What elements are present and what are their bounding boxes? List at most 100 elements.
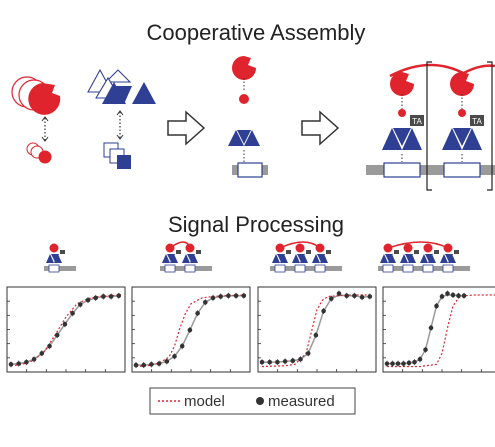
complex-icon-3-red xyxy=(315,243,325,253)
complex-icon-4-blue xyxy=(380,254,396,263)
stacked-blue-squares xyxy=(103,142,131,169)
chart-panel-3-measured-point xyxy=(275,359,280,365)
complex-icon-1 xyxy=(44,243,76,273)
chart-panel-4-measured-point xyxy=(423,347,428,353)
stacked-blue-triangles xyxy=(87,68,156,104)
chart-panel-2-measured-point xyxy=(218,294,223,299)
complex-icon-4-site xyxy=(402,264,414,273)
chart-panel-1-measured-point xyxy=(47,343,52,349)
complex-icon-2-badge xyxy=(176,250,181,254)
chart-panel-4-frame xyxy=(382,286,495,373)
chart-panel-3-measured-point xyxy=(313,332,319,338)
complex-icon-4-red xyxy=(383,243,393,253)
complex-icon-4-red xyxy=(403,243,413,253)
chart-panel-1-measured-point xyxy=(62,321,68,327)
cooperative-complex: TA TA xyxy=(366,61,495,191)
chart-panel-3-measured-point xyxy=(290,358,296,364)
chart-panel-3-measured-point xyxy=(305,351,311,356)
chart-panel-1-measured-point xyxy=(8,362,14,367)
complex-icon-3-site xyxy=(314,264,326,273)
ta-badge-2 xyxy=(470,115,484,126)
chart-panel-2-measured-point xyxy=(172,354,177,359)
complex-icon-1-blue xyxy=(46,254,62,263)
chart-panel-2-measured-point xyxy=(141,362,146,368)
chart-panel-4-measured-point xyxy=(384,361,390,366)
chart-panel-1-measured-point xyxy=(31,356,37,362)
complex-icon-2-blue xyxy=(162,254,178,263)
stacked-red-proteins xyxy=(11,76,61,115)
complex-icon-4-site xyxy=(442,264,454,273)
chart-panel-2-measured-point xyxy=(210,295,216,301)
chart-panel-1-measured-point xyxy=(54,332,60,338)
complex-icon-4 xyxy=(378,241,470,273)
chart-panel-1-measured-point xyxy=(70,310,75,316)
stacked-red-ligands xyxy=(26,142,52,164)
chart-panel-4-measured-point xyxy=(412,359,417,365)
chart-panel-2-measured-point xyxy=(179,343,185,349)
chart-panel-2-measured-point xyxy=(156,361,162,366)
chart-panel-2-measured-point xyxy=(187,327,193,333)
bottom-title: Signal Processing xyxy=(168,212,344,237)
chart-panel-3-measured-point xyxy=(298,356,303,362)
complex-icons xyxy=(44,241,470,273)
chart-panel-3-model-line xyxy=(261,294,372,368)
single-complex xyxy=(228,56,268,178)
legend-box xyxy=(149,387,356,415)
complex-icon-1-site xyxy=(48,264,60,273)
legend: model measured xyxy=(149,387,356,415)
complex-icon-3-site xyxy=(294,264,306,273)
complex-icon-1-badge xyxy=(60,250,65,254)
complex-icon-3-red xyxy=(295,243,305,253)
complex-icon-2-site xyxy=(184,264,196,273)
complex-icon-4-link xyxy=(387,241,449,249)
complex-icon-4-badge xyxy=(434,250,439,254)
chart-panel-2-model-line xyxy=(135,294,247,368)
chart-panel-2-measured-point xyxy=(133,362,139,368)
complex-icon-3-badge xyxy=(306,250,311,254)
chart-panel-2-measured-point xyxy=(164,359,170,364)
chart-panel-4-measured-point xyxy=(434,303,439,309)
complex-icon-3 xyxy=(270,241,342,273)
chart-panel-2-measured-point xyxy=(233,293,239,299)
chart-panel-3-measured-point xyxy=(359,294,365,300)
ta-badge-2-label: TA xyxy=(472,117,482,126)
chart-panel-1-measured-point xyxy=(108,294,114,299)
complex-icon-4-red xyxy=(423,243,433,253)
complex-icon-1-dna xyxy=(44,266,76,271)
complex-icon-4-badge xyxy=(394,250,399,254)
chart-panel-1-measured-point xyxy=(116,293,122,299)
complex-icon-4-badge xyxy=(414,250,419,254)
chart-panel-4-measured-point xyxy=(395,361,401,366)
complex-icon-4-site xyxy=(382,264,394,273)
chart-panel-3-measured-point xyxy=(336,291,342,296)
chart-panel-3-measured-point xyxy=(329,296,334,301)
complex-icon-3-site xyxy=(274,264,286,273)
chart-panel-4-measured-point xyxy=(406,360,412,366)
complex-icon-4-badge xyxy=(454,250,459,254)
top-title: Cooperative Assembly xyxy=(147,20,366,45)
process-arrow-1 xyxy=(167,110,206,146)
chart-panel-1-measured-point xyxy=(78,302,83,307)
complex-icon-4-site xyxy=(422,264,434,273)
chart-panel-4-measured-point xyxy=(417,356,423,362)
legend-model-label: model xyxy=(184,393,225,410)
chart-panel-1-measured-point xyxy=(101,294,106,299)
complex-icon-3-badge xyxy=(286,250,291,254)
complex-icon-2-blue xyxy=(182,254,198,263)
chart-panel-4-measured-point xyxy=(450,292,456,298)
chart-panel-2-measured-point xyxy=(241,293,247,299)
ta-badge-1 xyxy=(410,115,424,126)
chart-panel-1-measured-point xyxy=(85,297,91,303)
signal-charts xyxy=(6,286,495,373)
chart-panel-3-measured-point xyxy=(352,293,357,299)
chart-panel-2-measured-point xyxy=(203,300,208,305)
chart-panel-4-measured-point xyxy=(401,361,406,366)
complex-icon-2 xyxy=(160,241,212,273)
chart-panel-4-measured-point xyxy=(390,361,395,366)
chart-panel-3-measured-point xyxy=(321,308,326,314)
complex-icon-3-badge xyxy=(326,250,331,254)
ta-badge-1-label: TA xyxy=(412,117,422,126)
legend-measured-swatch xyxy=(256,397,264,405)
chart-panel-4-model-line xyxy=(387,294,495,368)
